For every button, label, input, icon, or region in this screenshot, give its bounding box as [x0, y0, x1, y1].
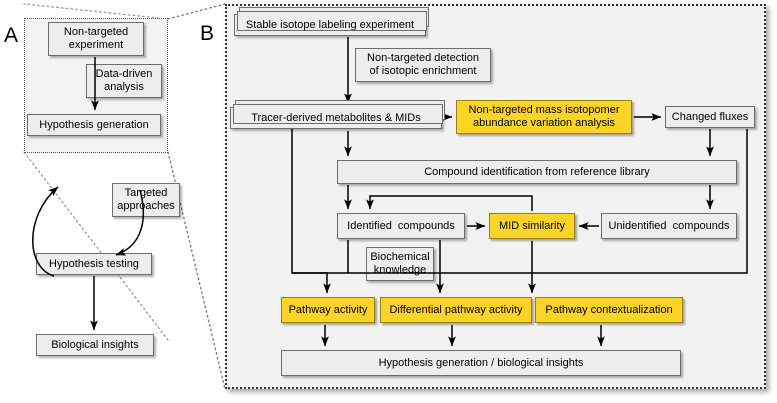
- node-mid-similarity: MID similarity: [489, 213, 575, 239]
- node-hypothesis-generation-insights: Hypothesis generation / biological insig…: [281, 350, 681, 376]
- panel-a-label: A: [4, 24, 19, 47]
- node-changed-fluxes: Changed fluxes: [665, 106, 755, 128]
- panel-b-frame: [225, 4, 766, 389]
- node-label: Stable isotope labeling experiment: [245, 18, 415, 31]
- node-label: Changed fluxes: [671, 110, 749, 123]
- node-label: Tracer-derived metabolites & MIDs: [251, 111, 421, 124]
- node-stable-isotope-labeling-experiment: Stable isotope labeling experiment: [234, 7, 429, 36]
- node-label: Hypothesis generation / biological insig…: [378, 356, 584, 369]
- node-label: Hypothesis testing: [49, 257, 139, 270]
- node-label: Hypothesis generation: [39, 118, 149, 131]
- panel-b-label: B: [200, 22, 215, 45]
- node-differential-pathway-activity: Differential pathway activity: [380, 297, 532, 323]
- node-tracer-derived-metabolites-mids: Tracer-derived metabolites & MIDs: [230, 100, 445, 129]
- node-pathway-contextualization: Pathway contextualization: [535, 297, 683, 323]
- node-label: Pathway contextualization: [545, 303, 673, 316]
- node-label: Differential pathway activity: [389, 303, 523, 316]
- node-label: Biological insights: [51, 338, 139, 351]
- node-compound-identification: Compound identification from reference l…: [337, 160, 737, 184]
- node-biological-insights: Biological insights: [36, 334, 154, 356]
- node-identified-compounds: Identified compounds: [337, 213, 465, 239]
- node-unidentified-compounds: Unidentified compounds: [601, 213, 737, 239]
- node-label: Compound identification from reference l…: [424, 165, 650, 178]
- node-label: Identified compounds: [347, 219, 455, 232]
- node-label: Unidentified compounds: [608, 219, 730, 232]
- node-hypothesis-generation: Hypothesis generation: [27, 114, 161, 136]
- node-label: Pathway activity: [288, 303, 368, 316]
- node-pathway-activity: Pathway activity: [281, 297, 375, 323]
- node-label: MID similarity: [499, 219, 565, 232]
- node-hypothesis-testing: Hypothesis testing: [36, 253, 152, 275]
